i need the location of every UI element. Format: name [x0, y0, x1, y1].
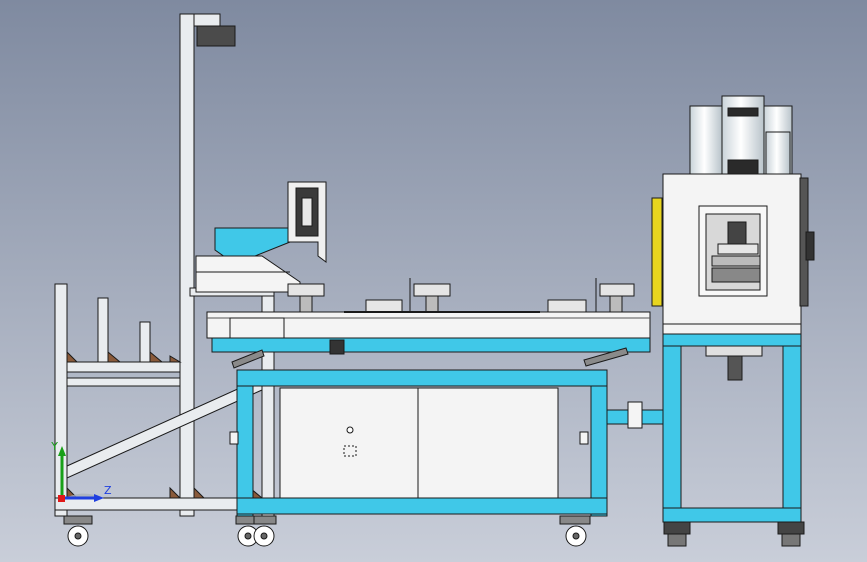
- caster-3: [253, 515, 277, 547]
- cart-post-left: [54, 283, 68, 517]
- cart-post-mid: [179, 13, 195, 517]
- table-bottom-rail: [236, 497, 608, 515]
- camera-block: [196, 25, 236, 47]
- caster-wheels: [63, 515, 805, 547]
- cart-diagonal-brace: [66, 377, 263, 479]
- door-handle: [343, 445, 357, 457]
- connector-valve: [627, 401, 643, 429]
- caster-2: [235, 515, 265, 547]
- press-leg-right: [782, 345, 802, 523]
- axis-y-label: Y: [50, 440, 58, 453]
- cabinet-door-left: [279, 387, 419, 499]
- press-machine: [651, 95, 815, 523]
- cabinet-door-right: [417, 387, 559, 499]
- tension-handles: [231, 347, 629, 369]
- press-base-top: [662, 323, 802, 335]
- caster-5: [663, 521, 691, 547]
- press-frame-top: [662, 333, 802, 347]
- table-leg-left: [236, 385, 254, 517]
- cylinder-left: [689, 105, 723, 175]
- cart-rail-mid: [66, 377, 181, 387]
- light-curtain: [651, 197, 663, 307]
- conveyor-fixtures: [229, 278, 635, 339]
- main-frame: [195, 227, 664, 517]
- cart-top-bracket: [193, 13, 221, 27]
- press-frame-bottom: [662, 507, 802, 523]
- deck-blue-skirt: [211, 337, 651, 353]
- caster-6: [777, 521, 805, 547]
- cart-rail-top: [66, 361, 181, 373]
- door-lock: [346, 426, 354, 434]
- cart-stub-2: [139, 321, 151, 363]
- caster-1: [63, 515, 93, 547]
- axis-triad: Y Z: [50, 440, 112, 502]
- cart-stub-1: [97, 297, 109, 363]
- caster-4: [559, 515, 591, 547]
- vision-unit: [287, 181, 327, 263]
- table-top-rail: [236, 369, 608, 387]
- press-leg-left: [662, 345, 682, 523]
- axis-z-label: Z: [104, 484, 112, 497]
- table-leg-right: [590, 385, 608, 517]
